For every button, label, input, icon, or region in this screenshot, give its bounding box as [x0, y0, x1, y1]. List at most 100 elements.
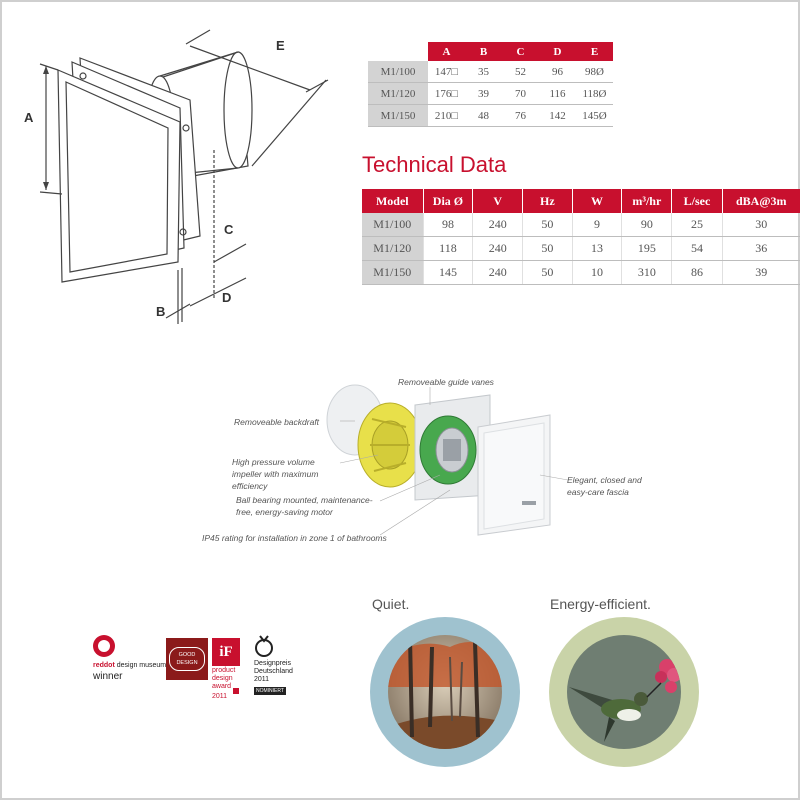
if-line: design: [212, 675, 233, 682]
callout-backdraft: Removeable backdraft: [234, 417, 320, 427]
reddot-brand: reddot: [93, 662, 115, 669]
designpreis-line: Deutschland: [254, 668, 293, 675]
model-cell: M1/100: [362, 213, 424, 237]
model-cell: M1/100: [368, 61, 428, 83]
if-line: award: [212, 683, 232, 690]
header-cell: dBA@3m: [721, 189, 800, 213]
nominiert-badge: NOMINIERT: [254, 687, 286, 695]
table-cell: 310: [621, 260, 672, 285]
header-cell: A: [428, 42, 465, 61]
dimension-label-c: C: [224, 222, 234, 237]
table-row: M1/150 210□ 48 76 142 145Ø: [368, 104, 613, 127]
table-cell: 210□: [428, 104, 465, 127]
model-cell: M1/120: [362, 236, 424, 261]
table-cell: 118: [422, 236, 473, 261]
quiet-label: Quiet.: [372, 596, 410, 612]
hummingbird-image: [567, 635, 681, 749]
table-cell: 116: [539, 82, 576, 105]
forest-image: [388, 635, 502, 749]
model-cell: M1/150: [362, 260, 424, 285]
dimension-table-header: A B C D E: [368, 42, 613, 61]
table-cell: 54: [671, 236, 722, 261]
model-cell: M1/120: [368, 82, 428, 105]
reddot-winner: winner: [93, 671, 123, 682]
header-cell: m³/hr: [621, 189, 672, 213]
header-cell: C: [502, 42, 539, 61]
table-cell: 98Ø: [576, 61, 613, 83]
header-cell: B: [465, 42, 502, 61]
callout-fascia: Elegant, closed and easy-care fascia: [567, 475, 642, 497]
dimension-label-a: A: [24, 110, 34, 125]
header-cell: Hz: [522, 189, 573, 213]
reddot-museum: design museum: [114, 662, 167, 669]
dimension-label-e: E: [276, 38, 285, 53]
table-cell: 176□: [428, 82, 465, 105]
good-design-badge: GOOD DESIGN: [166, 638, 208, 680]
dimension-table: A B C D E M1/100 147□ 35 52 96 98Ø M1/12…: [368, 42, 613, 127]
good-design-label: GOOD DESIGN: [169, 647, 205, 671]
table-cell: 96: [539, 61, 576, 83]
designpreis-line: Designpreis: [254, 660, 291, 667]
model-cell: M1/150: [368, 104, 428, 127]
table-cell: 240: [472, 260, 523, 285]
dimension-label-b: B: [156, 304, 166, 319]
header-cell: V: [472, 189, 523, 213]
energy-efficient-circle: [549, 617, 699, 767]
table-cell: 25: [671, 213, 722, 237]
table-row: M1/100 147□ 35 52 96 98Ø: [368, 61, 613, 83]
exploded-fan-illustration: [326, 384, 569, 536]
designpreis-logo-icon: [255, 635, 273, 657]
table-cell: 39: [465, 82, 502, 105]
table-cell: 118Ø: [576, 82, 613, 105]
header-cell: Model: [362, 189, 424, 213]
header-cell: L/sec: [671, 189, 722, 213]
table-cell: 48: [465, 104, 502, 127]
header-cell: W: [571, 189, 622, 213]
table-cell: 9: [571, 213, 622, 237]
table-cell: 240: [472, 213, 523, 237]
table-row: M1/120 118 240 50 13 195 54 36: [362, 236, 800, 261]
table-cell: 90: [621, 213, 672, 237]
if-logo-icon: iF: [212, 638, 240, 666]
callout-guide-vanes: Removeable guide vanes: [398, 377, 494, 387]
if-square-icon: [233, 688, 239, 694]
header-cell: D: [539, 42, 576, 61]
table-cell: 142: [539, 104, 576, 127]
dimension-drawing: [39, 29, 329, 324]
table-cell: 30: [721, 213, 800, 237]
table-cell: 145: [422, 260, 473, 285]
header-cell: Dia Ø: [422, 189, 473, 213]
table-cell: 145Ø: [576, 104, 613, 127]
table-cell: 50: [522, 260, 573, 285]
designpreis-label: Designpreis Deutschland 2011: [254, 660, 293, 684]
table-cell: 86: [671, 260, 722, 285]
table-row: M1/150 145 240 50 10 310 86 39: [362, 260, 800, 285]
table-cell: 35: [465, 61, 502, 83]
technical-data-table: Model Dia Ø V Hz W m³/hr L/sec dBA@3m M1…: [362, 189, 800, 285]
table-cell: 76: [502, 104, 539, 127]
header-corner: [368, 42, 428, 61]
table-cell: 240: [472, 236, 523, 261]
table-cell: 50: [522, 236, 573, 261]
table-cell: 52: [502, 61, 539, 83]
quiet-circle: [370, 617, 520, 767]
header-cell: E: [576, 42, 613, 61]
callout-ip45: IP45 rating for installation in zone 1 o…: [202, 533, 387, 543]
table-row: M1/120 176□ 39 70 116 118Ø: [368, 82, 613, 105]
table-cell: 10: [571, 260, 622, 285]
reddot-logo-icon: [93, 635, 115, 657]
table-cell: 36: [721, 236, 800, 261]
if-line: product: [212, 667, 236, 674]
designpreis-year: 2011: [254, 676, 270, 683]
callout-motor: Ball bearing mounted, maintenance-free, …: [236, 495, 373, 517]
technical-data-header: Model Dia Ø V Hz W m³/hr L/sec dBA@3m: [362, 189, 800, 213]
table-cell: 195: [621, 236, 672, 261]
if-year: 2011: [212, 693, 228, 700]
reddot-award-label: reddot design museum: [93, 662, 171, 670]
table-cell: 50: [522, 213, 573, 237]
if-award-label: product design award 2011: [212, 667, 235, 701]
dimension-label-d: D: [222, 290, 232, 305]
table-row: M1/100 98 240 50 9 90 25 30: [362, 213, 800, 237]
table-cell: 39: [721, 260, 800, 285]
